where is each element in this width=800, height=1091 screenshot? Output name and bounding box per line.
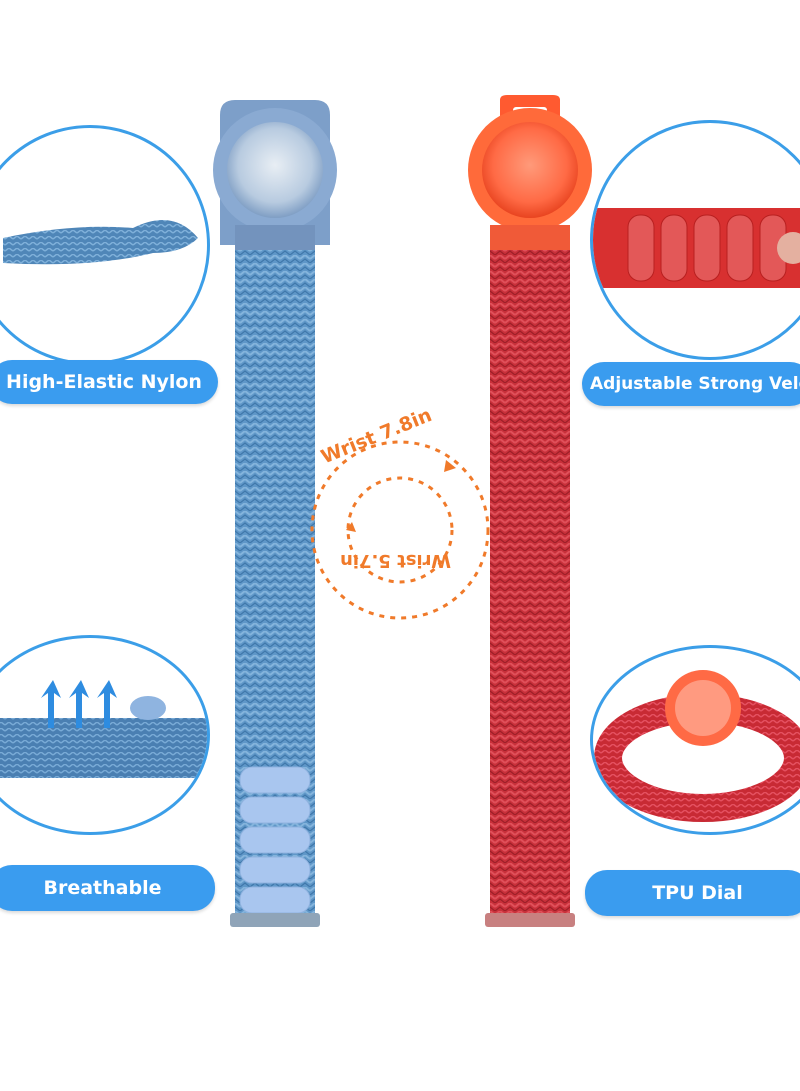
feature-label-breathable: Breathable bbox=[0, 865, 215, 911]
feature-label-tpu-dial: TPU Dial bbox=[585, 870, 800, 916]
red-strap bbox=[468, 95, 592, 927]
tpu-dial-detail-image bbox=[590, 645, 800, 835]
feature-label-high-elastic-nylon: High-Elastic Nylon bbox=[0, 360, 218, 404]
blue-strap bbox=[213, 100, 337, 927]
feature-label-adjustable-velcro: Adjustable Strong Velcro bbox=[582, 362, 800, 406]
size-min-label: Wrist 5.7in bbox=[340, 550, 452, 571]
nylon-detail-image bbox=[0, 125, 210, 365]
wrist-size-diagram bbox=[310, 440, 490, 620]
velcro-detail-image bbox=[590, 120, 800, 360]
breathable-detail-image bbox=[0, 635, 210, 835]
